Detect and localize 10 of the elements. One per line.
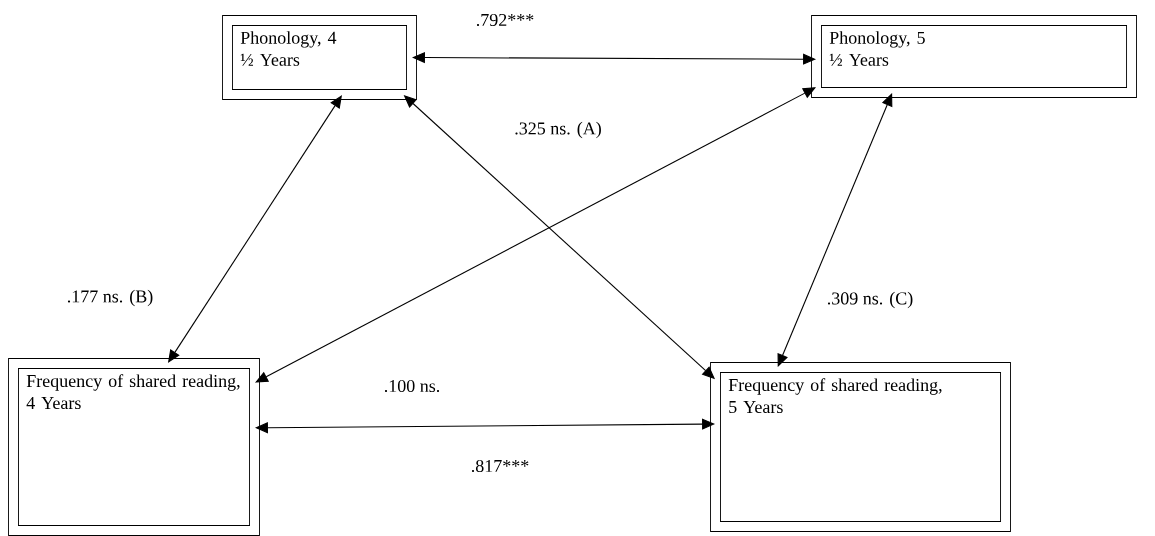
edge-label: .177 ns. (B) [65, 288, 155, 308]
edge-label: .817*** [469, 458, 531, 474]
edge-label: .309 ns. (C) [825, 290, 915, 310]
double-bordered-box: Phonology, 5 ½ Years [811, 15, 1137, 98]
edge-label: .100 ns. [382, 378, 442, 394]
double-bordered-box: Frequency of shared reading, 4 Years [8, 358, 260, 536]
double-bordered-box: Frequency of shared reading, 5 Years [710, 362, 1011, 532]
edge-label: .792*** [474, 12, 536, 28]
double-bordered-box: Phonology, 4 ½ Years [222, 15, 417, 100]
edge-label: .325 ns. (A) [513, 120, 603, 140]
